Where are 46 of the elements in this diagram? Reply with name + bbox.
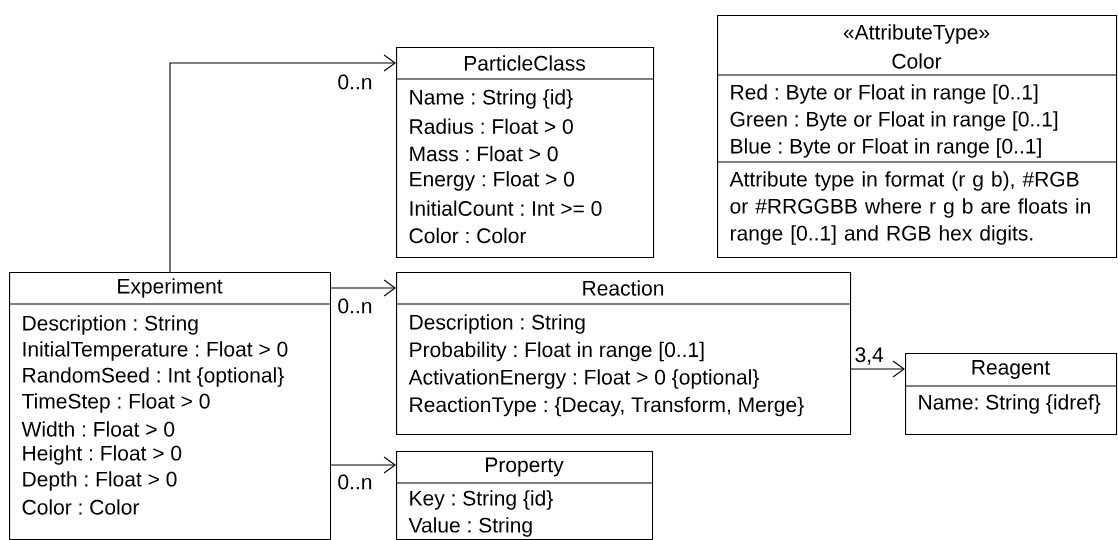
arrow <box>330 456 396 474</box>
attribute-text: Probability : Float in range [0..1] <box>410 341 704 362</box>
attribute-text: Depth : Float > 0 <box>23 471 177 491</box>
class-name: «AttributeType» <box>843 24 990 44</box>
class-box <box>395 272 852 436</box>
class-box <box>395 47 655 259</box>
attribute-text: RandomSeed : Int {optional} <box>23 367 284 387</box>
attribute-text: Value : String <box>408 517 532 537</box>
class-name: Reagent <box>972 360 1050 379</box>
attribute-text: Description : String <box>410 314 585 334</box>
attribute-text: Key : String {id} <box>410 490 553 510</box>
attribute-text: Height : Float > 0 <box>23 445 182 465</box>
attribute-text: TimeStep : Float > 0 <box>22 393 210 413</box>
attribute-text: Red : Byte or Float in range [0..1] <box>731 84 1038 104</box>
attribute-text: Mass : Float > 0 <box>410 145 558 162</box>
attribute-text: Energy : Float > 0 <box>410 171 575 191</box>
attribute-text: Color : Color <box>409 227 527 244</box>
attribute-text: Name : String {id} <box>410 89 573 109</box>
edge-label: 0..n <box>336 473 374 491</box>
edge-label: 0..n <box>336 297 374 315</box>
attribute-text: Radius : Float > 0 <box>410 118 573 134</box>
arrow <box>850 360 905 378</box>
class-box <box>716 15 1118 259</box>
class-box <box>904 353 1118 436</box>
class-box <box>8 272 332 540</box>
attribute-text: Green : Byte or Float in range [0..1] <box>730 111 1058 131</box>
class-name: Color <box>892 53 942 69</box>
class-box <box>395 451 654 540</box>
class-name: ParticleClass <box>464 55 585 71</box>
attribute-text: ActivationEnergy : Float > 0 {optional} <box>408 369 759 389</box>
attribute-text: ReactionType : {Decay, Transform, Merge} <box>410 396 804 417</box>
note-text: Attribute type in format (r g b), #RGB or #RRGGBB where r g b are floats in range [0..1] and RGB hex digits. <box>729 171 1090 245</box>
attribute-text: Color : Color <box>22 499 140 515</box>
attribute-text: InitialCount : Int >= 0 <box>410 200 602 216</box>
edge-label: 3,4 <box>853 346 885 366</box>
class-name: Property <box>486 457 564 477</box>
attribute-text: Width : Float > 0 <box>21 421 175 437</box>
class-name: Experiment <box>118 278 223 298</box>
class-name: Reaction <box>583 280 664 296</box>
attribute-text: Name: String {idref} <box>919 394 1101 414</box>
attribute-text: Blue : Byte or Float in range [0..1] <box>731 138 1041 158</box>
attribute-text: Description : String <box>23 315 198 335</box>
attribute-text: InitialTemperature : Float > 0 <box>23 341 288 361</box>
edge-label: 0..n <box>336 73 374 91</box>
arrow <box>169 54 396 273</box>
arrow <box>330 279 396 297</box>
